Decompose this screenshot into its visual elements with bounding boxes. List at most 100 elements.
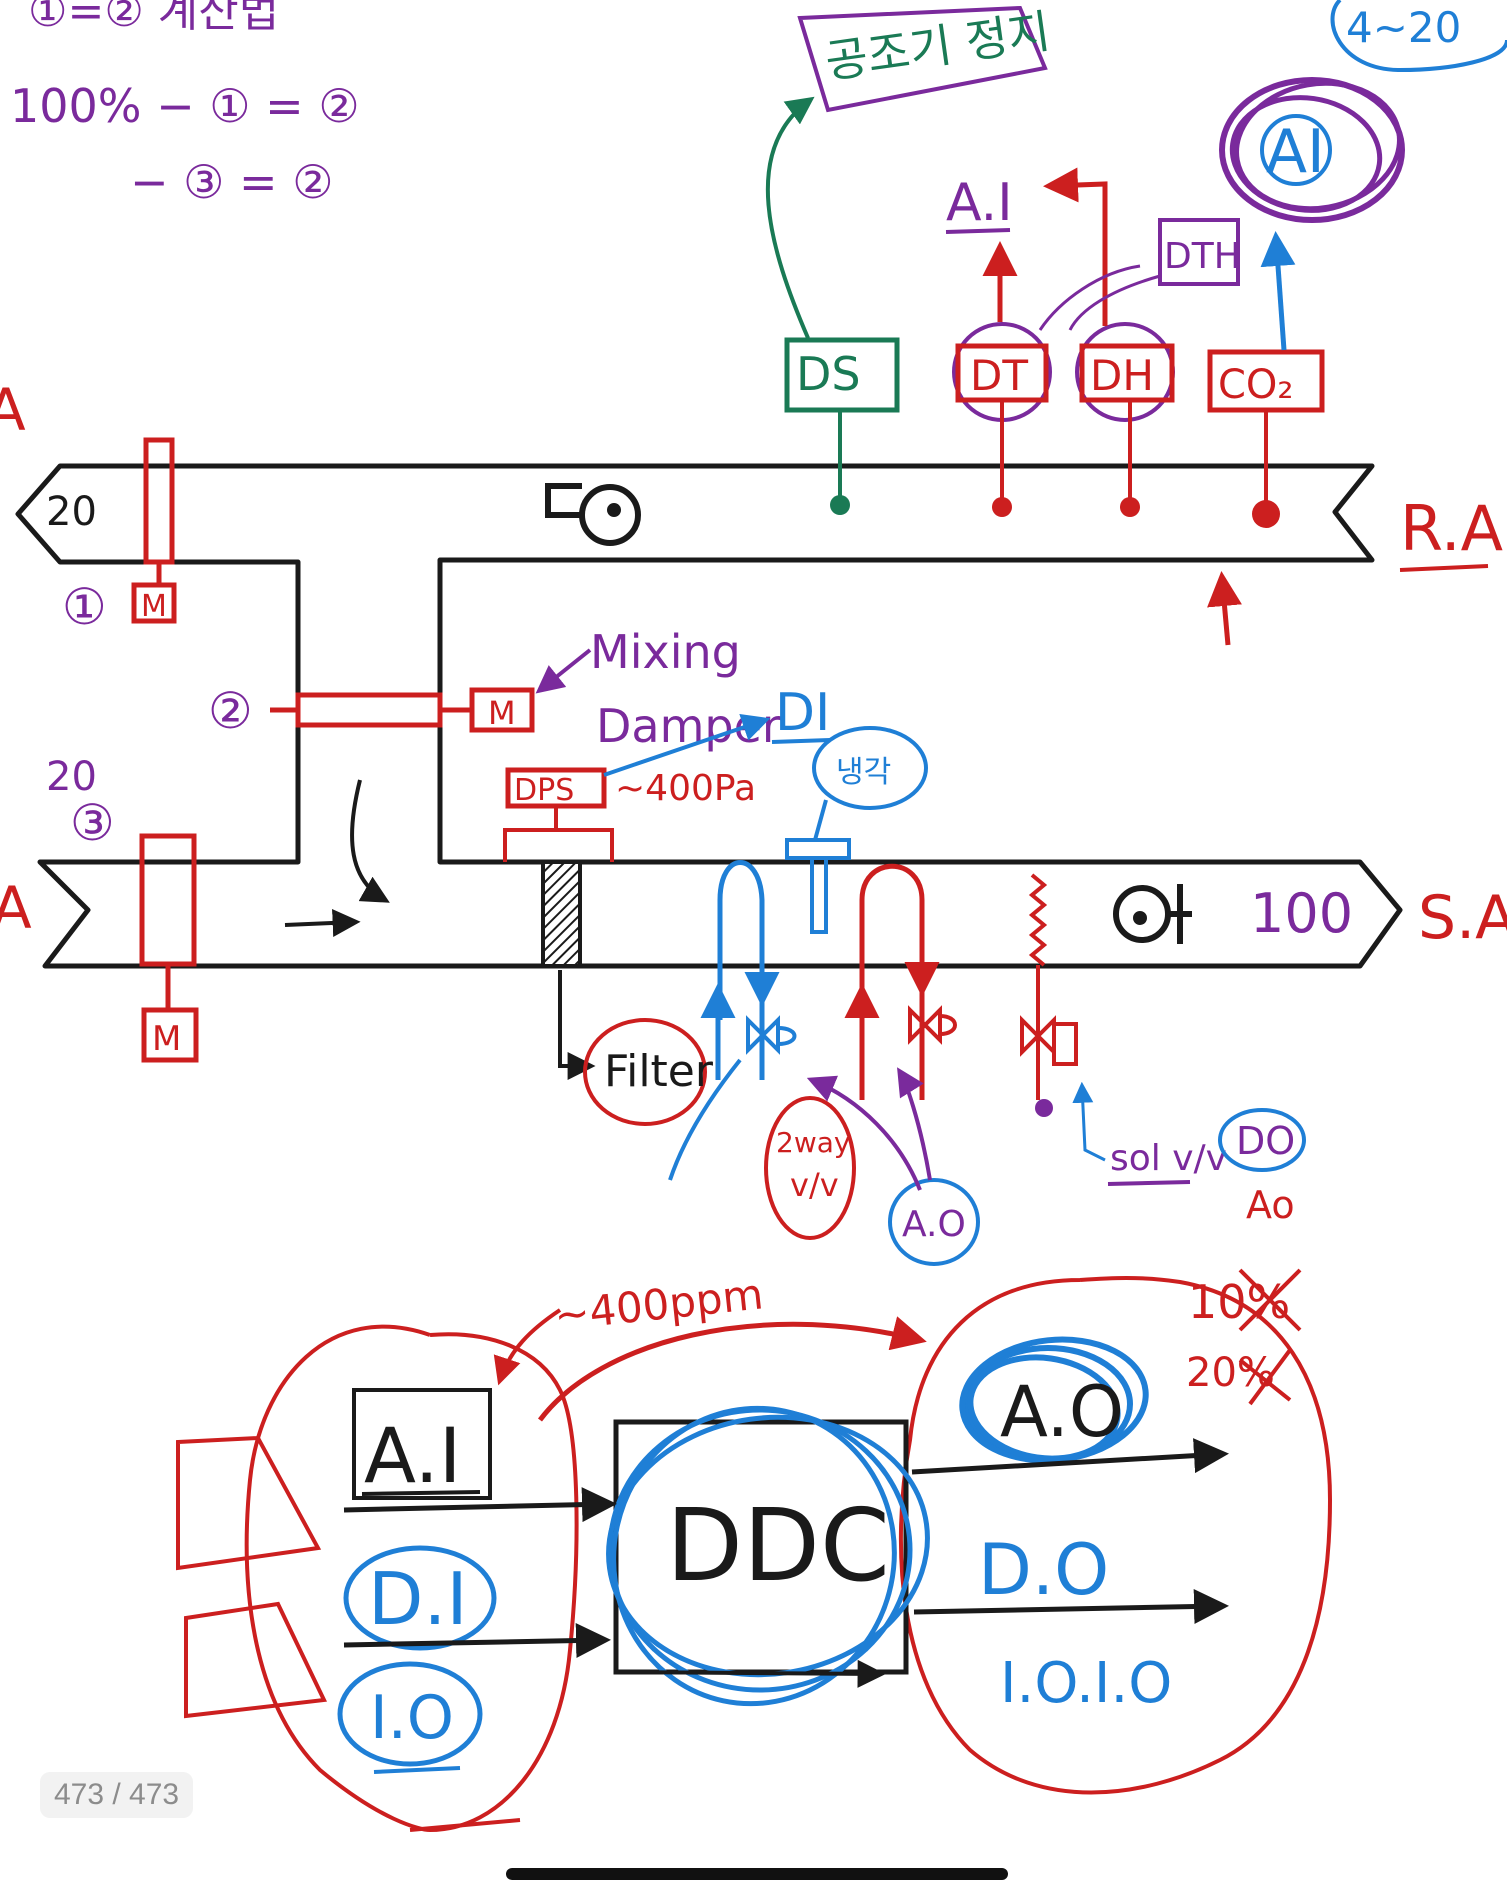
- supply-fan-icon: [1113, 884, 1192, 944]
- sa-label: S.A: [1418, 883, 1507, 953]
- valve-ao-label: A.O: [902, 1204, 966, 1245]
- dps-to-di-arrow: [603, 713, 771, 777]
- exhaust-damper-motor: M: [141, 589, 167, 624]
- co2-probe: [1252, 500, 1280, 528]
- filter-circle: [583, 1018, 707, 1126]
- dh-to-ai-arrow: [1043, 167, 1108, 326]
- mixing-label: Mixing: [590, 625, 741, 679]
- solenoid-dot: [1035, 1099, 1053, 1117]
- filter-label: Filter: [604, 1046, 714, 1097]
- humidifier-element: [1028, 873, 1048, 967]
- page-counter: 473 / 473: [40, 1772, 194, 1818]
- mixing-leader-arrow: [535, 648, 592, 694]
- ai-circled-group: [1219, 77, 1405, 223]
- ea-label: A: [0, 376, 26, 444]
- ddc-ai-box: [352, 1388, 492, 1500]
- supply-temp-sensor: [785, 726, 928, 934]
- oa-label: A: [0, 874, 32, 942]
- supply-temp-label: 냉각: [836, 755, 891, 790]
- oa-flow-arrow: [284, 908, 361, 937]
- input-box-lower: [184, 1601, 328, 1719]
- ra-flow-arrow: [1207, 571, 1242, 646]
- valve-ao-circle: [888, 1178, 980, 1266]
- ai-circled-label: AI: [1266, 117, 1325, 187]
- ddc-io-underline: [373, 1766, 461, 1774]
- sa-value: 100: [1250, 882, 1353, 945]
- damper-1-label: ①: [62, 578, 107, 636]
- sol-underline: [1107, 1180, 1191, 1186]
- dh-label: DH: [1090, 351, 1154, 400]
- notes-line2b: − ③ = ②: [130, 155, 333, 209]
- ds-label: DS: [796, 347, 861, 401]
- exhaust-damper: [131, 437, 177, 624]
- ds-to-fan-stop-arrow: [765, 96, 815, 339]
- dt-probe: [992, 497, 1012, 517]
- ai-small-label: A.I: [946, 173, 1013, 233]
- ddc-di-circle: [343, 1545, 497, 1651]
- solenoid-valve-icon: [1020, 1015, 1078, 1066]
- two-way-vv-label: v/v: [790, 1166, 839, 1204]
- ao-to-heating-valve: [897, 1067, 932, 1181]
- ddc-io-label: I.O: [370, 1683, 454, 1753]
- ddc-di-arrow: [343, 1623, 611, 1659]
- ddc-ao-circles: [959, 1336, 1149, 1464]
- cooling-coil: [717, 860, 765, 1080]
- do-circle: [1218, 1108, 1306, 1172]
- dth-leader: [1038, 264, 1161, 331]
- outside-air-damper-motor: M: [152, 1019, 181, 1059]
- ddc-ai-underline: [361, 1490, 481, 1496]
- ddc-ao-label: A.O: [1000, 1371, 1124, 1453]
- ai-corner-bubble: [1330, 0, 1507, 73]
- ddc-ioio-label: I.O.I.O: [1000, 1651, 1172, 1716]
- dps-setpoint: ~400Pa: [615, 768, 756, 809]
- co2-to-ai-arrow: [1260, 231, 1296, 351]
- outside-air-damper: [139, 833, 199, 1063]
- output-group-outline: [898, 1276, 1333, 1795]
- return-fan-icon: [545, 483, 641, 546]
- ai-corner-label: 4~20: [1346, 3, 1461, 52]
- dth-label: DTH: [1164, 236, 1241, 277]
- input-group-tail: [409, 1818, 521, 1832]
- sol-label: sol v/v: [1110, 1138, 1227, 1179]
- heating-valve-icon: [908, 1005, 957, 1045]
- dh-probe: [1120, 497, 1140, 517]
- ao-to-cooling-valve: [806, 1075, 922, 1191]
- ddc-ai-label: A.I: [364, 1411, 461, 1500]
- mixing-flow-arrow: [350, 779, 390, 903]
- ra-label: R.A: [1400, 492, 1503, 565]
- home-indicator[interactable]: [506, 1868, 1008, 1880]
- do-label: DO: [1236, 1119, 1295, 1163]
- filter-leader: [558, 970, 596, 1080]
- oa-value: 20: [46, 754, 97, 800]
- mixing-damper-motor: M: [488, 694, 516, 732]
- ddc-ai-arrow: [343, 1487, 617, 1523]
- notes-line1: ①=② 계산법: [28, 0, 279, 37]
- percent-strike: [1238, 1268, 1302, 1406]
- dps-tube: [503, 806, 614, 862]
- filter-element: [541, 860, 582, 968]
- ddc-do-label: D.O: [978, 1529, 1109, 1611]
- dps-label: DPS: [514, 773, 574, 808]
- dth-box: [1158, 218, 1240, 286]
- fan-stop-box: [797, 5, 1048, 113]
- ra-underline: [1399, 564, 1489, 572]
- heating-coil: [859, 863, 925, 1100]
- sol-leader: [1072, 1081, 1106, 1162]
- di-label: DI: [775, 683, 830, 743]
- ddc-io-circle: [337, 1661, 483, 1767]
- ao2-label: Ao: [1246, 1183, 1295, 1227]
- notes-group: ①=② 계산법 100% − ① = ② − ③ = ②: [10, 0, 360, 209]
- ppm-arc-arrow: [538, 1316, 927, 1422]
- ddc-do-arrow: [913, 1589, 1229, 1625]
- dt-label: DT: [970, 351, 1028, 400]
- two-way-label: 2way: [776, 1126, 850, 1159]
- ten-percent-label: 10%: [1188, 1275, 1290, 1329]
- ddc-bottom-arrow: [613, 1659, 886, 1688]
- ddc-label: DDC: [666, 1487, 890, 1604]
- di-underline: [771, 738, 831, 744]
- ds-probe: [830, 495, 850, 515]
- return-air-duct: [15, 463, 1403, 969]
- mixing-damper: [270, 687, 535, 733]
- damper-3-label: ③: [70, 794, 115, 852]
